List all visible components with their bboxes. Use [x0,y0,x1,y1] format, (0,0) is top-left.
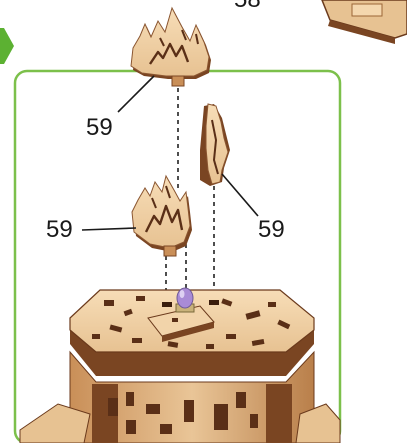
led-bulb-icon [176,288,194,312]
previous-step-label: 58 [234,0,261,12]
flame-part-middle [132,176,192,256]
base-box [20,290,340,443]
previous-step-part-58 [322,0,407,44]
part-label-middle-flame: 59 [46,218,73,242]
part-label-top-flame: 59 [86,116,113,140]
flame-part-side [200,104,230,186]
next-step-arrow-icon [0,28,14,64]
part-label-side-flame: 59 [258,218,285,242]
flame-part-top [131,8,211,86]
